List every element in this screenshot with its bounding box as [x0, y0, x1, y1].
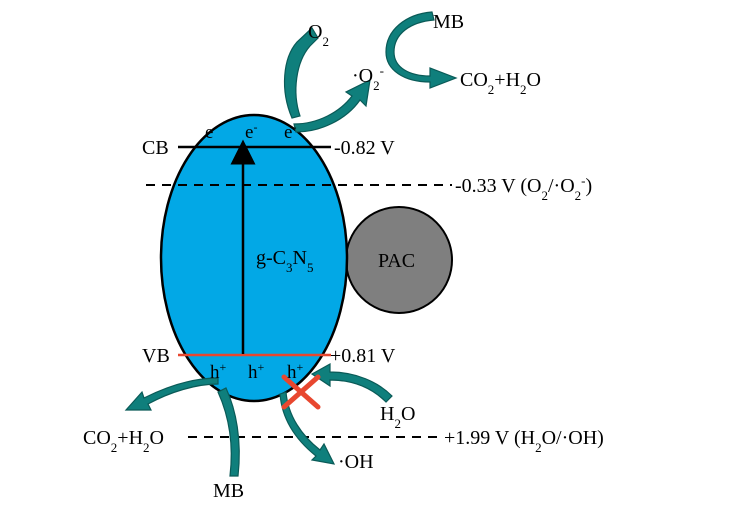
products-bottom-arrow	[124, 377, 219, 411]
cb-label: CB	[142, 137, 169, 159]
mb-top-label: MB	[433, 11, 464, 33]
hydroxyl-label: ·OH	[338, 451, 374, 473]
products-bottom-label: CO2+H2O	[83, 427, 164, 455]
pac-label: PAC	[378, 250, 415, 272]
mb-bottom-label: MB	[213, 480, 244, 502]
o2-arrow	[283, 27, 319, 119]
blocked-cross-icon	[281, 374, 321, 410]
products-top-label: CO2+H2O	[460, 69, 541, 97]
water-label: H2O	[380, 403, 415, 431]
mb-top-arrow	[385, 11, 458, 89]
mb-bottom-arrow	[217, 387, 240, 477]
cb-potential: -0.82 V	[334, 137, 395, 159]
water-arrow	[310, 362, 393, 403]
hydroxyl-arrow	[279, 391, 336, 465]
superoxide-arrow	[293, 78, 371, 133]
oh-potential-label: +1.99 V (H2O/·OH)	[444, 427, 604, 455]
gcn-particle	[159, 113, 349, 403]
hole-2: h+	[248, 360, 265, 383]
o2-label: O2	[308, 21, 329, 49]
material-label: g-C3N5	[256, 247, 313, 275]
superoxide-label: ·O2-	[352, 63, 384, 93]
vb-potential: +0.81 V	[330, 345, 396, 367]
electron-1: e-	[205, 120, 217, 143]
electron-2: e-	[245, 120, 257, 143]
vb-label: VB	[142, 345, 170, 367]
electron-3: e-	[284, 120, 296, 143]
hole-3: h+	[287, 360, 304, 383]
hole-1: h+	[210, 360, 227, 383]
o2-potential-label: -0.33 V (O2/·O2-)	[455, 173, 592, 203]
